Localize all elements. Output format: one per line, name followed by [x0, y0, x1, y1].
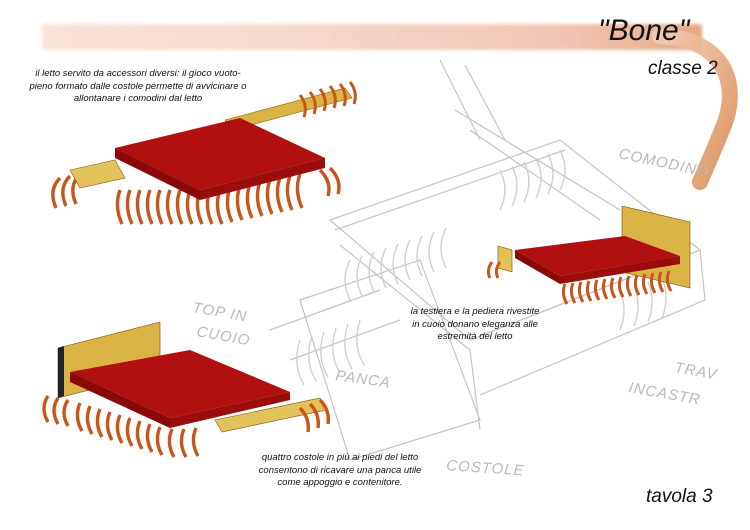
page-title: "Bone": [598, 14, 690, 47]
sketch-label-incastr: INCASTR: [627, 379, 702, 408]
sketch-label-comodino: COMODINO: [617, 145, 711, 181]
header-banner: [42, 24, 702, 50]
sketch-label-trav: TRAV: [673, 359, 719, 383]
bed-render-accessories: [51, 81, 357, 225]
bed-render-bench: [42, 321, 331, 458]
sketch-label-costole: COSTOLE: [446, 457, 525, 479]
sketch-label-cuoio: CUOIO: [195, 323, 251, 349]
sketch-label-panca: PANCA: [334, 367, 391, 392]
bed-render-headboard: [486, 205, 691, 305]
caption-headboard: la testiera e la pediera rivestite in cu…: [410, 306, 540, 342]
caption-accessories: il letto servito da accessori diversi: i…: [29, 68, 247, 104]
bone-curve: [652, 28, 738, 190]
page-subtitle: classe 2: [648, 58, 718, 79]
sheet-label: tavola 3: [646, 486, 713, 507]
caption-bench: quattro costole in più ai piedi del lett…: [258, 452, 422, 488]
sketch-ribs: [296, 149, 667, 386]
sketch-label-top-in: TOP IN: [191, 299, 248, 325]
